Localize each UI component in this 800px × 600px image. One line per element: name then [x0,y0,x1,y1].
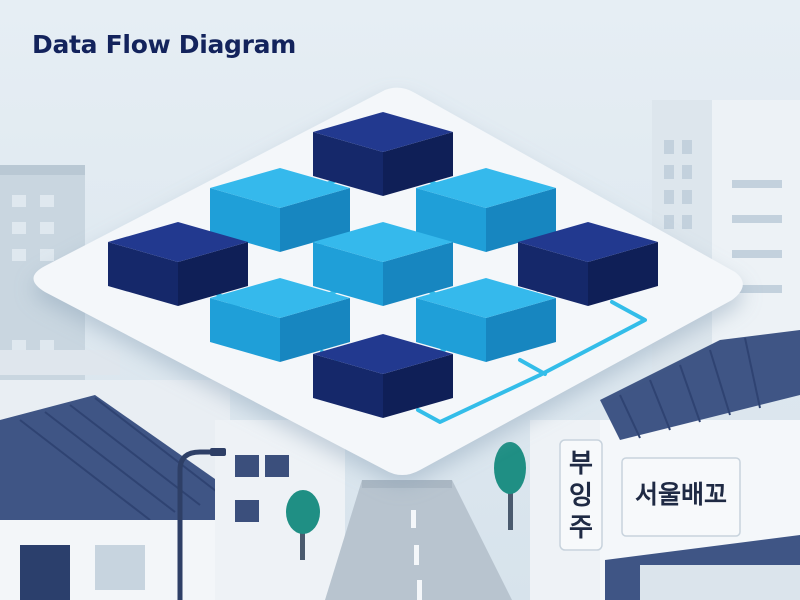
diagram-blocks [108,112,658,418]
road [325,480,512,600]
vertical-sign-char: 주 [569,513,593,543]
vertical-sign-char: 잉 [569,481,593,511]
right-shop-building [530,330,800,600]
block-bottom [313,334,453,418]
block-lower-left [210,278,350,362]
block-center [313,222,453,306]
street-lamp [177,448,226,600]
left-house [0,350,245,600]
connector-path [538,300,647,377]
tree-right [494,442,526,530]
tree-left [286,490,320,560]
block-left [108,222,248,306]
connector-path [416,373,542,424]
vertical-shop-sign [559,439,603,551]
vertical-sign-char: 부 [569,449,593,479]
block-upper-left [210,168,350,252]
block-right [518,222,658,306]
horizontal-shop-sign [621,457,741,537]
block-upper-right [416,168,556,252]
vertical-sign-text: 부 잉 주 [560,448,602,544]
block-lower-right [416,278,556,362]
horizontal-sign-text: 서울배꼬 [634,480,727,509]
center-building [215,420,345,600]
connector [518,358,547,376]
page-title: Data Flow Diagram [32,30,297,59]
block-top [313,112,453,196]
